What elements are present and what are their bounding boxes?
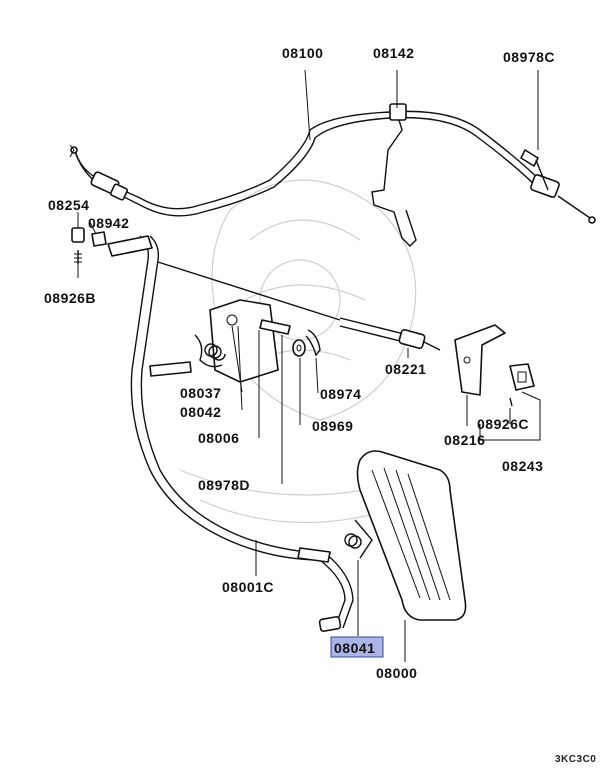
pedal-arm-08001C xyxy=(107,235,354,632)
label-08042[interactable]: 08042 xyxy=(180,404,221,420)
highlighted-label-08041[interactable]: 08041 xyxy=(330,636,384,658)
label-08037[interactable]: 08037 xyxy=(180,385,221,401)
label-08926C[interactable]: 08926C xyxy=(477,416,529,432)
label-08969[interactable]: 08969 xyxy=(312,418,353,434)
label-08978D[interactable]: 08978D xyxy=(198,477,250,493)
label-08216[interactable]: 08216 xyxy=(444,432,485,448)
bracket-08216 xyxy=(454,324,535,407)
return-spring-08041 xyxy=(344,519,373,559)
kickdown-cable-08221 xyxy=(157,261,441,351)
label-08243[interactable]: 08243 xyxy=(502,458,543,474)
washer-pin xyxy=(292,329,321,357)
label-08978C[interactable]: 08978C xyxy=(503,49,555,65)
leader-lines xyxy=(77,69,541,662)
label-08254[interactable]: 08254 xyxy=(48,197,89,213)
cable-end-bracket xyxy=(520,149,596,224)
pedal-pad-08000 xyxy=(356,450,467,621)
drawing-code: 3KC3C0 xyxy=(555,754,596,765)
label-08942[interactable]: 08942 xyxy=(88,215,129,231)
label-08142[interactable]: 08142 xyxy=(373,45,414,61)
label-08974[interactable]: 08974 xyxy=(320,386,361,402)
label-08041[interactable]: 08041 xyxy=(334,640,375,656)
label-08001C[interactable]: 08001C xyxy=(222,579,274,595)
cable-clip-08142 xyxy=(371,103,417,247)
label-08100[interactable]: 08100 xyxy=(282,45,323,61)
label-08000[interactable]: 08000 xyxy=(376,665,417,681)
label-08221[interactable]: 08221 xyxy=(385,361,426,377)
highlight-box xyxy=(330,636,384,658)
fasteners-left xyxy=(71,227,107,264)
pedal-bracket-08006 xyxy=(194,299,291,383)
label-08006[interactable]: 08006 xyxy=(198,430,239,446)
label-08926B[interactable]: 08926B xyxy=(44,290,96,306)
throttle-cable-08100 xyxy=(69,110,546,217)
